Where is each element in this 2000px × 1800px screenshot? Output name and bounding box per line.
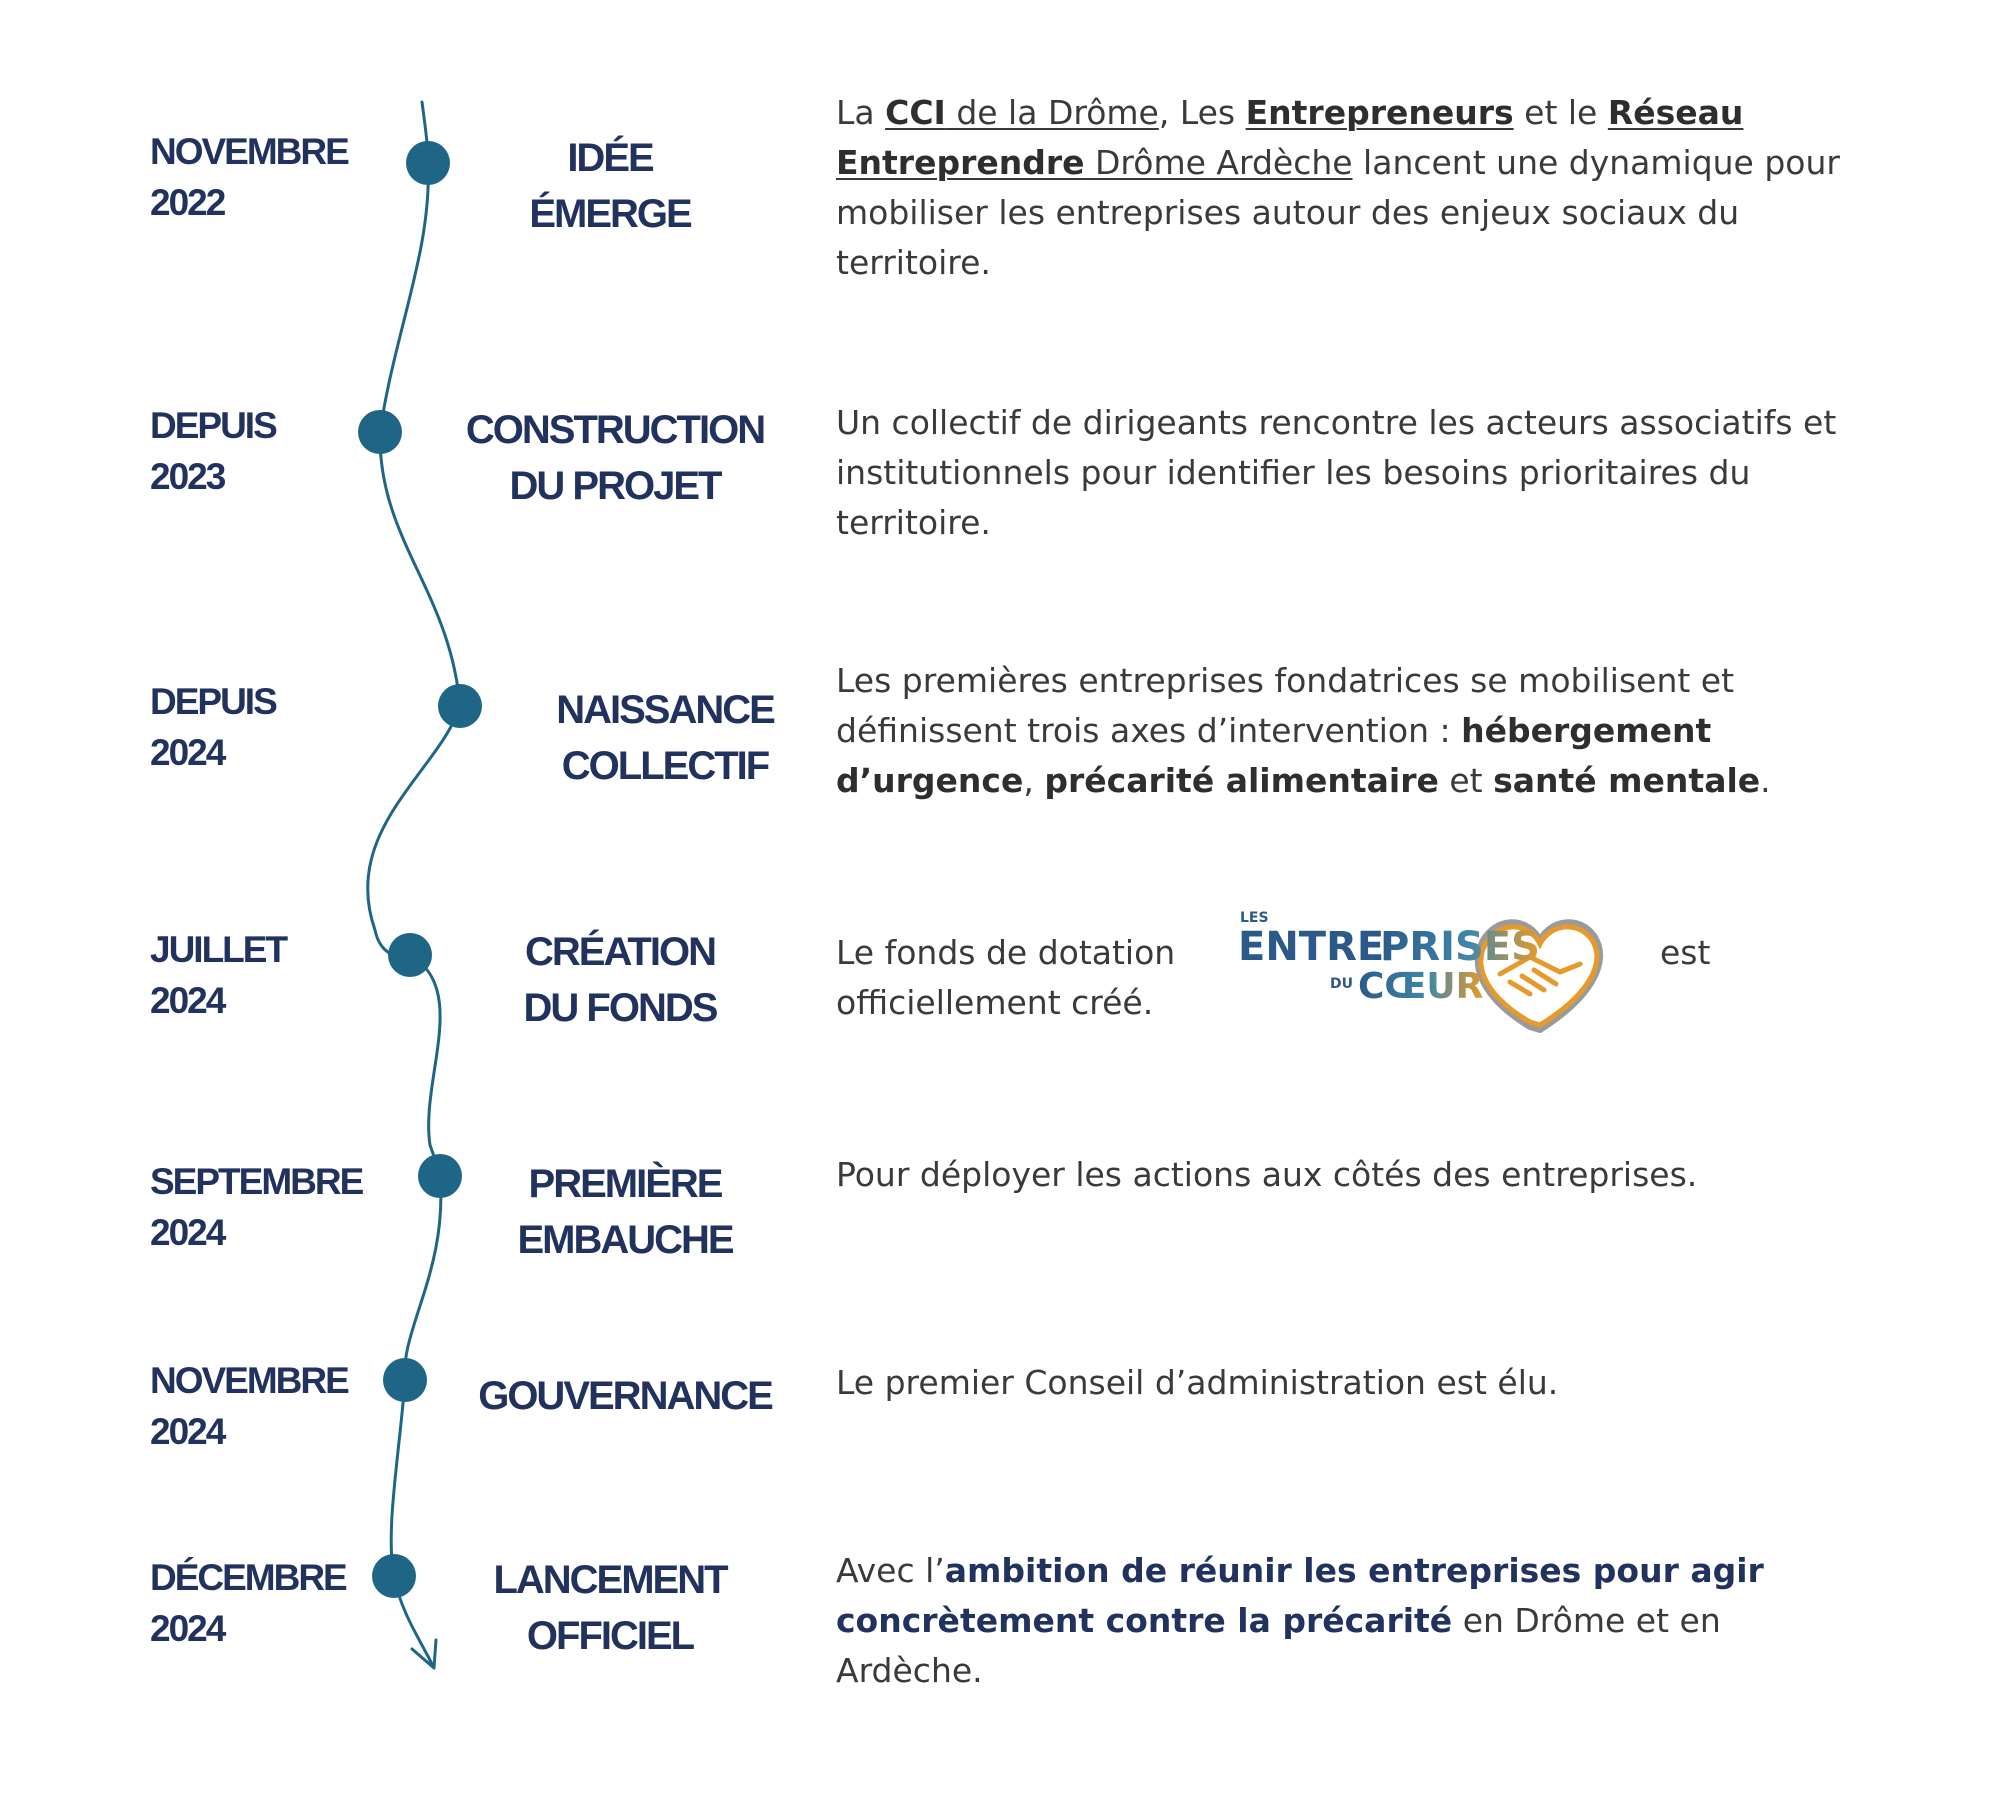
step-line: DU PROJET [509,464,723,508]
date-year: 2022 [150,182,226,223]
date-month: DÉCEMBRE [150,1557,348,1598]
date-year: 2024 [150,1608,226,1649]
step-line: IDÉE [567,136,654,180]
event-date: DÉCEMBRE 2024 [150,1552,390,1654]
step-line: EMBAUCHE [517,1218,734,1262]
event-date: NOVEMBRE 2022 [150,126,390,228]
date-year: 2024 [150,980,226,1021]
timeline-dot [438,684,482,728]
date-month: JUILLET [150,929,288,970]
timeline-dot [383,1358,427,1402]
date-month: DEPUIS [150,405,278,446]
step-line: GOUVERNANCE [478,1374,774,1418]
timeline-dot [406,141,450,185]
timeline-dot [358,410,402,454]
date-month: SEPTEMBRE [150,1161,364,1202]
event-description: Un collectif de dirigeants rencontre les… [836,403,1837,542]
date-month: DEPUIS [150,681,278,722]
date-year: 2023 [150,456,226,497]
handshake-heart-icon: LES ENTRE PRISES DU CŒUR [1238,910,1604,1034]
event-step-title: PREMIÈRE EMBAUCHE [505,1156,745,1268]
event-step-title: CRÉATION DU FONDS [500,924,740,1036]
logo-text-coeur: CŒUR [1358,966,1483,1007]
event-description: Le premier Conseil d’administration est … [836,1363,1559,1402]
event-description: La CCI de la Drôme, Les Entrepreneurs et… [836,93,1840,282]
timeline-arrowhead [410,1638,438,1670]
date-month: NOVEMBRE [150,131,350,172]
entreprises-du-coeur-logo: LES ENTRE PRISES DU CŒUR [1230,902,1650,1042]
event-step-title: NAISSANCE COLLECTIF [540,682,790,794]
date-year: 2024 [150,1212,226,1253]
event-step-title: CONSTRUCTION DU PROJET [450,402,780,514]
step-line: ÉMERGE [529,192,692,236]
date-month: NOVEMBRE [150,1360,350,1401]
step-line: DU FONDS [523,986,719,1030]
step-line: OFFICIEL [526,1614,695,1658]
logo-text-prises: PRISES [1380,924,1540,970]
logo-text-les: LES [1240,910,1269,926]
event-date: NOVEMBRE 2024 [150,1355,390,1457]
timeline-dot [372,1554,416,1598]
step-line: CONSTRUCTION [465,408,766,452]
event-date: DEPUIS 2024 [150,676,390,778]
timeline-dot [418,1154,462,1198]
date-year: 2024 [150,732,226,773]
event-description: Avec l’ambition de réunir les entreprise… [836,1551,1764,1690]
step-line: COLLECTIF [561,744,770,788]
step-line: LANCEMENT [493,1558,728,1602]
event-date: SEPTEMBRE 2024 [150,1156,390,1258]
event-description-tail: est [1660,933,1711,972]
event-date: JUILLET 2024 [150,924,390,1026]
event-step-title: GOUVERNANCE [470,1368,780,1424]
event-description: Pour déployer les actions aux côtés des … [836,1155,1698,1194]
timeline-dot [388,933,432,977]
step-line: CRÉATION [525,930,717,974]
event-date: DEPUIS 2023 [150,400,390,502]
date-year: 2024 [150,1411,226,1452]
event-description: Les premières entreprises fondatrices se… [836,661,1771,800]
step-line: PREMIÈRE [528,1162,724,1206]
event-step-title: IDÉE ÉMERGE [500,130,720,242]
logo-text-du: DU [1330,976,1353,992]
step-line: NAISSANCE [556,688,776,732]
logo-text-entre: ENTRE [1238,924,1384,970]
event-step-title: LANCEMENT OFFICIEL [490,1552,730,1664]
